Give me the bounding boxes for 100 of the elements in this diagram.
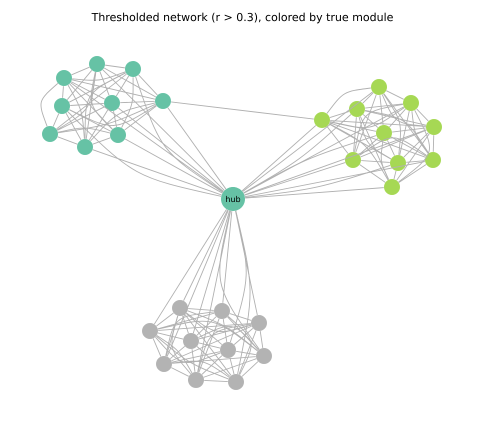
edge-line <box>57 136 78 145</box>
edge-line <box>52 113 60 127</box>
edge-line <box>198 326 260 350</box>
edge-line <box>244 165 391 198</box>
edge-line <box>383 93 401 156</box>
edge-line <box>244 161 426 198</box>
edge-line <box>219 210 260 350</box>
edge-line <box>68 72 126 103</box>
edge-line <box>154 208 227 324</box>
edge-line <box>188 308 214 311</box>
edge-line <box>192 210 230 334</box>
edge-line <box>380 140 389 180</box>
edge-line <box>235 210 250 374</box>
edge-line <box>172 315 192 374</box>
edge-line <box>56 74 127 130</box>
edge-line <box>183 210 228 302</box>
network-node <box>89 56 105 72</box>
edge-line <box>382 94 426 127</box>
edge-line <box>170 102 314 120</box>
edge-line <box>62 86 64 98</box>
edge-line <box>359 137 427 156</box>
edge-line <box>362 114 378 128</box>
edge-line <box>398 110 430 182</box>
network-node <box>251 315 267 331</box>
edge-line <box>187 310 258 352</box>
network-node <box>426 119 442 135</box>
edge-line <box>152 338 162 357</box>
edge-line <box>165 312 214 356</box>
edge-line <box>330 107 405 128</box>
edge-line <box>202 355 222 375</box>
edge-line <box>66 112 82 140</box>
edge-line <box>242 125 316 192</box>
edge-line <box>406 160 426 163</box>
edge-line <box>84 72 126 140</box>
hub-node: hub <box>221 187 245 211</box>
edge-line <box>329 111 350 118</box>
edge-line <box>222 318 228 342</box>
edge-line <box>90 102 156 142</box>
edge-line <box>392 128 426 132</box>
network-node <box>256 348 272 364</box>
network-node <box>214 303 230 319</box>
edge-line <box>156 336 229 380</box>
edge-line <box>184 314 232 376</box>
edge-line <box>171 326 252 362</box>
network-node <box>376 125 392 141</box>
edge-line <box>386 90 404 100</box>
edge-line <box>355 94 377 153</box>
network-node <box>156 356 172 372</box>
edge-line <box>124 138 223 194</box>
edge-line <box>196 346 230 377</box>
edge-line <box>88 110 108 140</box>
edge-line <box>244 162 346 196</box>
edge-line <box>197 210 231 372</box>
edge-line <box>102 69 225 191</box>
edge-line <box>58 128 110 134</box>
edge-line <box>235 210 258 316</box>
edge-line <box>172 351 220 363</box>
edge-line <box>198 324 252 340</box>
edge-line <box>394 170 396 180</box>
edge-line <box>228 316 252 376</box>
edge-line <box>360 130 427 158</box>
edge-line <box>120 100 156 104</box>
edge-line <box>104 68 156 98</box>
edge-line <box>238 330 256 375</box>
edge-line <box>69 84 113 130</box>
edge-line <box>71 66 90 76</box>
edge-line <box>100 71 110 96</box>
edge-line <box>399 110 410 156</box>
edge-line <box>354 104 404 152</box>
edge-line <box>192 348 196 372</box>
edge-line <box>227 316 259 350</box>
edge-line <box>170 346 186 360</box>
edge-line <box>40 82 58 127</box>
edge-line <box>383 93 429 154</box>
edge-line <box>242 361 258 377</box>
edge-line <box>172 360 230 378</box>
network-node <box>56 70 72 86</box>
edge-line <box>186 312 222 346</box>
title: Thresholded network (r > 0.3), colored by true module <box>92 12 393 24</box>
edge-line <box>243 106 404 194</box>
edge-line <box>330 121 376 132</box>
edge-line <box>244 187 384 199</box>
edge-line <box>68 84 85 140</box>
edge-line <box>158 323 252 331</box>
edge-line <box>396 133 430 181</box>
network-node <box>403 95 419 111</box>
network-node <box>349 101 365 117</box>
edge-line <box>390 136 426 156</box>
edge-line <box>156 335 192 374</box>
edge-line <box>329 122 426 158</box>
edge-line <box>243 135 377 194</box>
edge-line <box>186 312 252 332</box>
edge-line <box>198 342 220 348</box>
edge-line <box>358 138 378 156</box>
edge-line <box>222 210 232 304</box>
edge-line <box>244 129 427 196</box>
edge-line <box>198 318 220 373</box>
network-node <box>142 323 158 339</box>
edge-line <box>387 140 395 156</box>
edge-line <box>157 312 215 330</box>
